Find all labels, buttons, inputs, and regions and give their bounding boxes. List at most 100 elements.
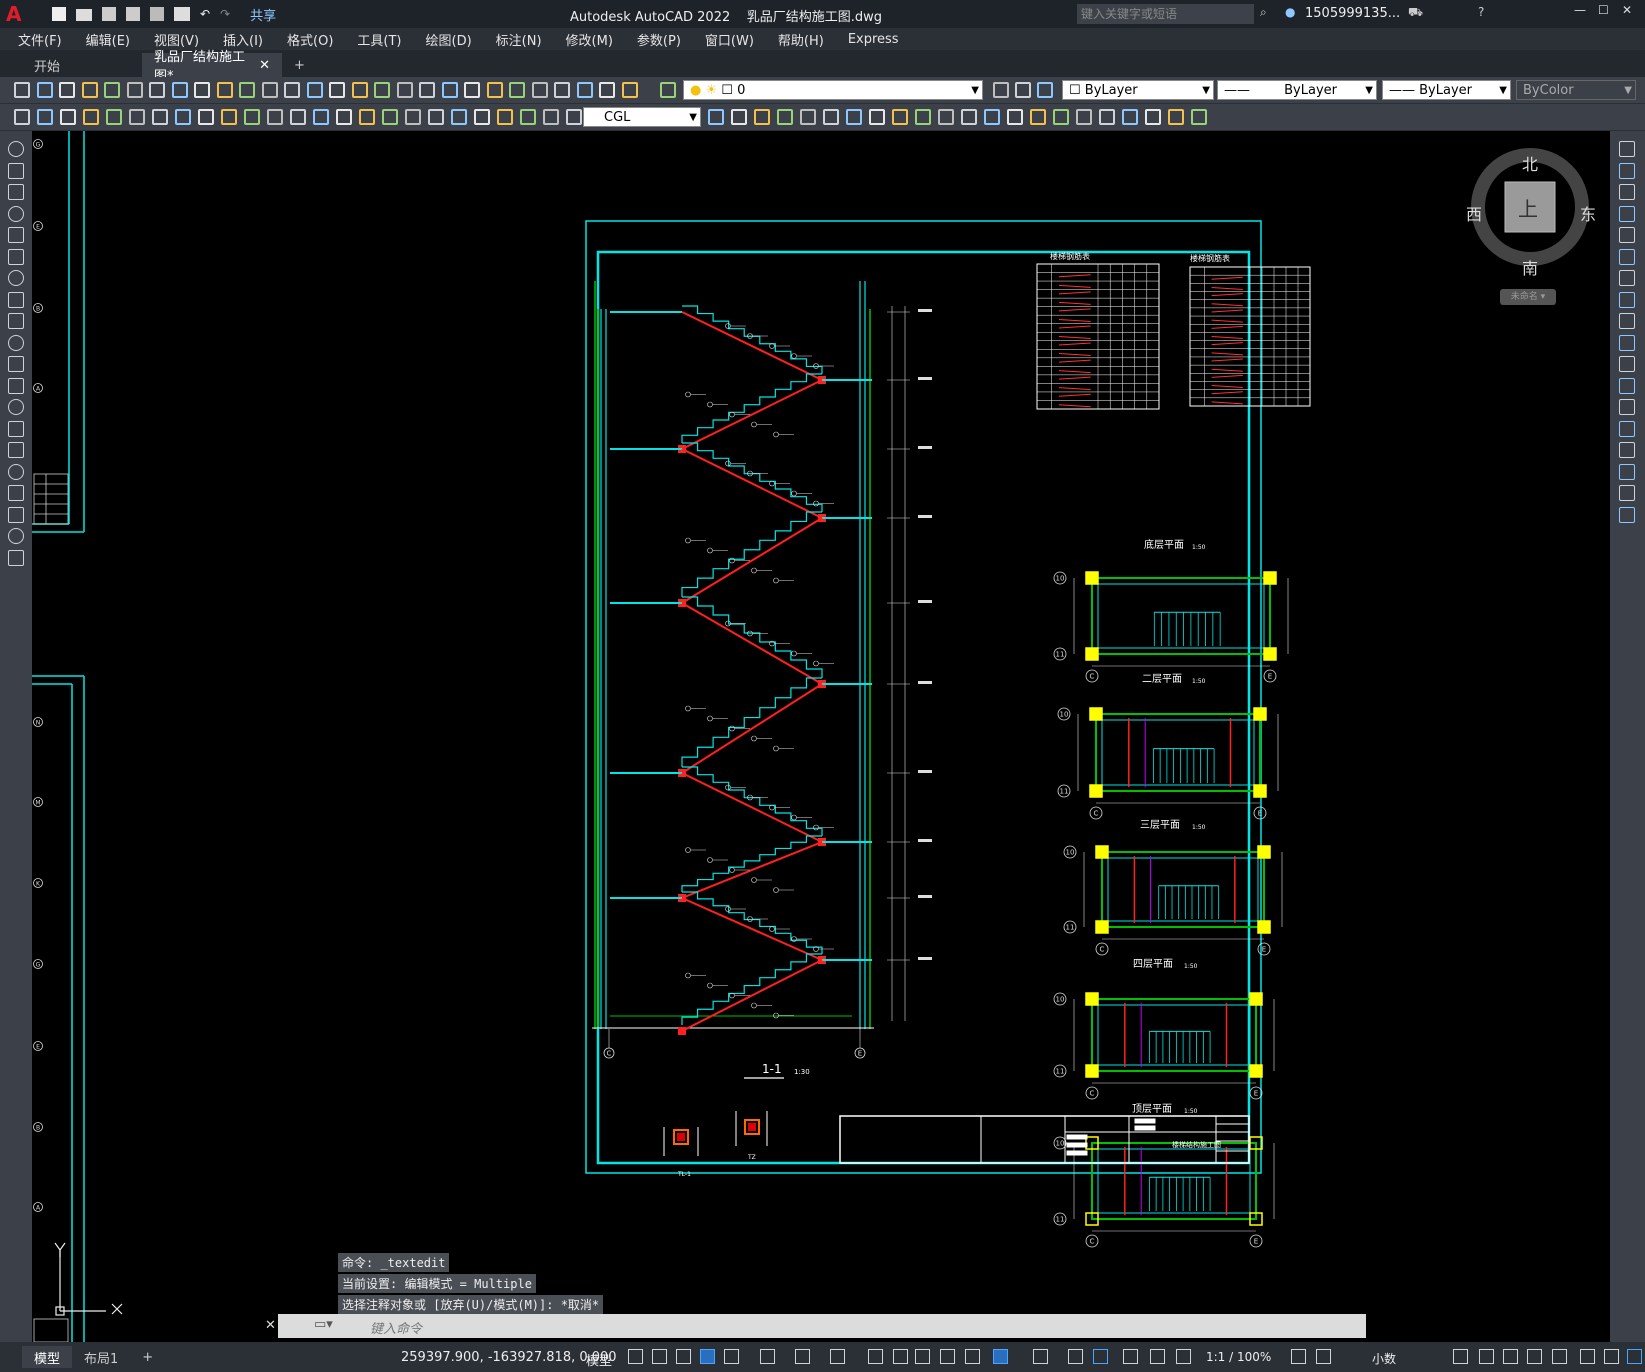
viewcube[interactable]: 北 南 西 东 上 未命名 ▾	[1466, 145, 1604, 315]
right-tool-icon-13[interactable]	[1619, 420, 1635, 437]
left-tool-icon-2[interactable]	[8, 184, 24, 200]
tab-start[interactable]: 开始	[22, 53, 142, 77]
right-tool-icon-15[interactable]	[1619, 463, 1635, 480]
status-toggle-icon-19[interactable]	[1176, 1349, 1191, 1364]
standard-tool-icon-2[interactable]	[59, 82, 75, 98]
left-tool-icon-16[interactable]	[8, 485, 24, 501]
draw-tool-icon-17[interactable]	[405, 109, 421, 125]
right-tool-icon-0[interactable]	[1619, 141, 1635, 157]
draw-tool-icon-28[interactable]	[777, 109, 793, 125]
right-tool-icon-16[interactable]	[1619, 485, 1635, 501]
draw-tool-icon-27[interactable]	[754, 109, 770, 125]
save-icon[interactable]	[102, 7, 116, 21]
draw-tool-icon-37[interactable]	[984, 109, 1000, 125]
standard-tool-icon-22[interactable]	[509, 82, 525, 98]
menu-item-3[interactable]: 插入(I)	[223, 33, 264, 49]
menu-item-8[interactable]: 修改(M)	[565, 33, 613, 49]
left-tool-icon-8[interactable]	[8, 313, 24, 329]
coordinates[interactable]: 259397.900, -163927.818, 0.000	[401, 1350, 617, 1365]
draw-tool-icon-15[interactable]	[359, 109, 375, 125]
draw-tool-icon-46[interactable]	[1191, 109, 1207, 125]
color-combo[interactable]: ☐ ByLayer▼	[1062, 80, 1214, 100]
status-toggle-icon-0[interactable]	[628, 1349, 643, 1364]
standard-tool-icon-29[interactable]	[993, 82, 1009, 98]
tab-model[interactable]: 模型	[22, 1346, 73, 1368]
menu-item-9[interactable]: 参数(P)	[636, 33, 681, 49]
right-tool-icon-10[interactable]	[1619, 356, 1635, 372]
status-toggle-icon-6[interactable]	[795, 1349, 810, 1364]
right-tool-icon-17[interactable]	[1619, 506, 1635, 523]
standard-tool-icon-8[interactable]	[194, 82, 210, 98]
compass-east[interactable]: 东	[1580, 205, 1597, 224]
left-tool-icon-6[interactable]	[8, 270, 24, 286]
standard-tool-icon-12[interactable]	[284, 82, 300, 98]
linetype-combo[interactable]: —— ByLayer▼	[1217, 80, 1377, 100]
standard-tool-icon-10[interactable]	[239, 82, 255, 98]
standard-tool-icon-28[interactable]	[660, 82, 676, 98]
standard-tool-icon-31[interactable]	[1037, 82, 1053, 98]
right-tool-icon-12[interactable]	[1619, 399, 1635, 415]
status-toggle-icon-24[interactable]	[1503, 1349, 1518, 1364]
draw-tool-icon-0[interactable]	[14, 109, 30, 125]
standard-tool-icon-13[interactable]	[307, 82, 323, 98]
draw-tool-icon-33[interactable]	[892, 109, 908, 125]
right-tool-icon-4[interactable]	[1619, 227, 1635, 243]
cart-icon[interactable]: ⛟	[1408, 5, 1424, 19]
annotation-scale[interactable]: 1:1 / 100%	[1206, 1350, 1272, 1364]
draw-tool-icon-2[interactable]	[60, 109, 76, 125]
right-tool-icon-7[interactable]	[1619, 291, 1635, 308]
app-logo-icon[interactable]: A	[6, 2, 22, 26]
right-tool-icon-9[interactable]	[1619, 334, 1635, 351]
new-tab-button[interactable]: +	[294, 57, 305, 73]
compass-north[interactable]: 北	[1522, 155, 1539, 174]
draw-tool-icon-13[interactable]	[313, 109, 329, 125]
status-toggle-icon-22[interactable]	[1453, 1349, 1468, 1364]
draw-tool-icon-23[interactable]	[543, 109, 559, 125]
open-icon[interactable]	[76, 9, 92, 21]
standard-tool-icon-1[interactable]	[37, 82, 53, 98]
left-tool-icon-0[interactable]	[8, 141, 24, 157]
draw-tool-icon-11[interactable]	[267, 109, 283, 125]
status-toggle-icon-26[interactable]	[1552, 1349, 1567, 1364]
right-tool-icon-14[interactable]	[1619, 442, 1635, 458]
status-toggle-icon-10[interactable]	[915, 1349, 930, 1364]
draw-tool-icon-20[interactable]	[474, 109, 490, 125]
draw-tool-icon-31[interactable]	[846, 109, 862, 125]
status-toggle-icon-12[interactable]	[965, 1349, 980, 1364]
viewcube-face-top[interactable]: 上	[1518, 197, 1538, 221]
minimize-button[interactable]: —	[1574, 3, 1586, 17]
redo-icon[interactable]: ↷	[220, 7, 231, 21]
status-toggle-icon-27[interactable]	[1580, 1349, 1595, 1364]
draw-tool-icon-45[interactable]	[1168, 109, 1184, 125]
draw-tool-icon-43[interactable]	[1122, 109, 1138, 125]
draw-tool-icon-32[interactable]	[869, 109, 885, 125]
status-toggle-icon-1[interactable]	[652, 1349, 667, 1364]
right-tool-icon-5[interactable]	[1619, 248, 1635, 265]
publish-icon[interactable]	[150, 7, 164, 21]
standard-tool-icon-19[interactable]	[442, 82, 458, 98]
right-tool-icon-11[interactable]	[1619, 377, 1635, 394]
left-tool-icon-9[interactable]	[8, 334, 24, 351]
status-toggle-icon-25[interactable]	[1527, 1349, 1542, 1364]
left-tool-icon-15[interactable]	[8, 463, 24, 480]
lineweight-combo[interactable]: —— ByLayer▼	[1382, 80, 1511, 100]
draw-tool-icon-18[interactable]	[428, 109, 444, 125]
left-tool-icon-12[interactable]	[8, 399, 24, 415]
status-toggle-icon-11[interactable]	[940, 1349, 955, 1364]
saveas-icon[interactable]	[126, 7, 140, 21]
standard-tool-icon-0[interactable]	[14, 82, 30, 98]
search-icon[interactable]: ⌕	[1260, 5, 1267, 19]
user-icon[interactable]: ●	[1285, 5, 1296, 19]
status-toggle-icon-17[interactable]	[1123, 1349, 1138, 1364]
standard-tool-icon-20[interactable]	[464, 82, 480, 98]
draw-tool-icon-26[interactable]	[731, 109, 747, 125]
draw-tool-icon-36[interactable]	[961, 109, 977, 125]
status-toggle-icon-16[interactable]	[1093, 1349, 1108, 1364]
draw-tool-icon-1[interactable]	[37, 109, 53, 125]
standard-tool-icon-5[interactable]	[127, 82, 143, 98]
draw-tool-icon-22[interactable]	[520, 109, 536, 125]
menu-item-1[interactable]: 编辑(E)	[85, 33, 130, 49]
tab-document[interactable]: 乳品厂结构施工图*✕	[142, 50, 282, 84]
right-tool-icon-6[interactable]	[1619, 270, 1635, 286]
